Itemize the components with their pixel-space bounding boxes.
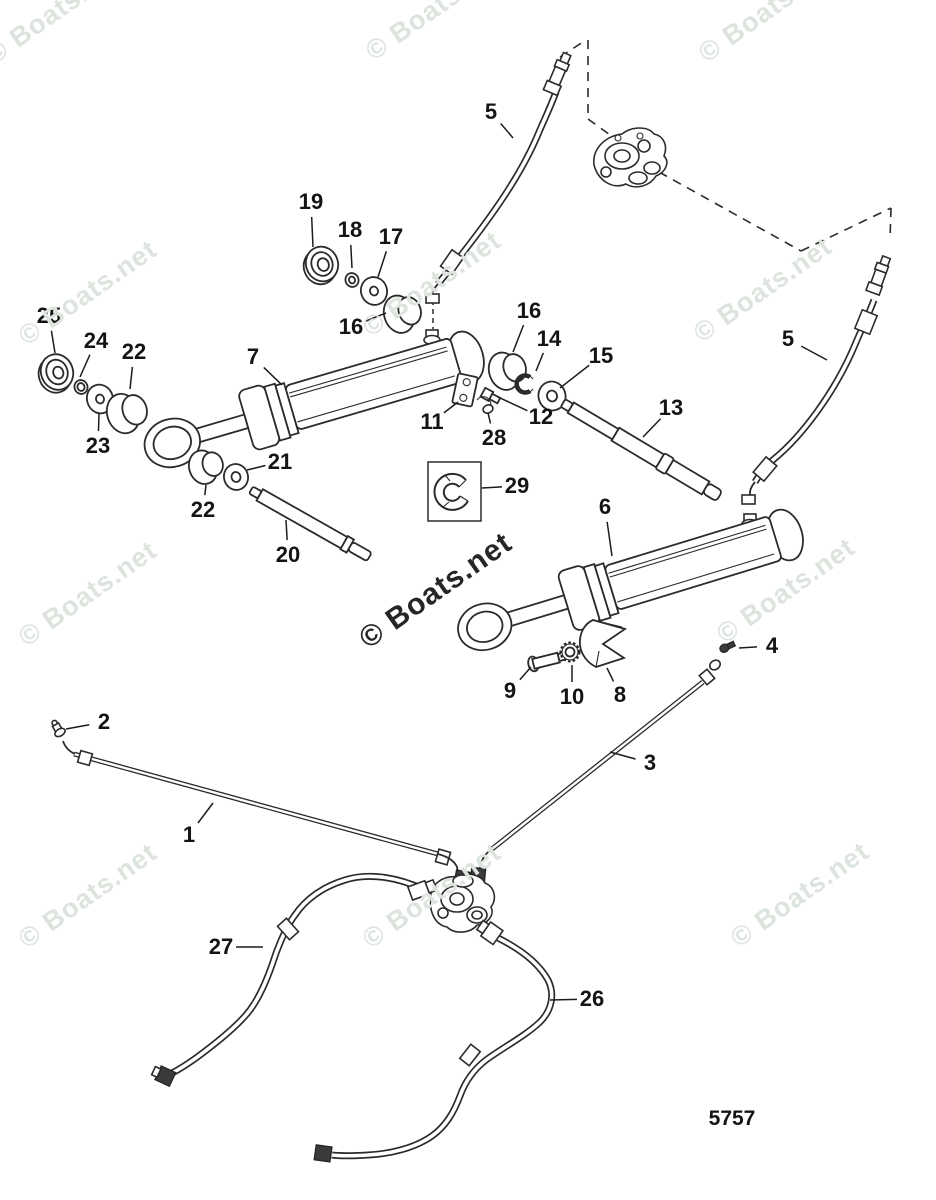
hose-26 <box>313 919 556 1163</box>
callout-23[interactable]: 23 <box>85 433 111 458</box>
part-2-fitting <box>51 719 66 738</box>
callout-16[interactable]: 16 <box>338 314 364 339</box>
leader-line <box>263 366 283 386</box>
callout-12[interactable]: 12 <box>528 404 554 429</box>
trim-cylinder-7 <box>143 330 485 469</box>
callout-27[interactable]: 27 <box>208 934 234 959</box>
part-20-pin <box>248 486 372 562</box>
callout-9[interactable]: 9 <box>503 678 517 703</box>
part-18-nut <box>344 272 360 288</box>
part-28-clip <box>476 396 494 414</box>
callout-21[interactable]: 21 <box>267 449 293 474</box>
hose-27 <box>150 872 438 1088</box>
part-15-washer <box>537 380 567 412</box>
callout-29[interactable]: 29 <box>504 473 530 498</box>
part-19-cap <box>302 245 340 286</box>
leader-line <box>310 216 314 248</box>
callout-26[interactable]: 26 <box>579 986 605 1011</box>
hose-5-left <box>423 51 572 346</box>
part-16-bushing-a <box>382 294 422 334</box>
trim-cylinder-6 <box>457 508 804 652</box>
leader-line <box>79 354 91 378</box>
part-24-nut <box>73 379 89 395</box>
leader-line <box>606 667 615 682</box>
leader-line <box>350 244 353 269</box>
callout-22[interactable]: 22 <box>121 339 147 364</box>
callout-18[interactable]: 18 <box>337 217 363 242</box>
callout-19[interactable]: 19 <box>298 189 324 214</box>
callout-6[interactable]: 6 <box>598 494 612 519</box>
leader-line <box>535 352 545 372</box>
upper-manifold <box>593 127 668 188</box>
callout-20[interactable]: 20 <box>275 542 301 567</box>
callout-24[interactable]: 24 <box>83 328 109 353</box>
hose-5-right <box>741 254 892 530</box>
callout-13[interactable]: 13 <box>658 395 684 420</box>
leader-line <box>50 330 56 354</box>
part-8-clevis <box>579 619 628 668</box>
leader-line <box>97 413 100 432</box>
leader-line <box>738 646 758 649</box>
leader-line <box>549 998 578 1001</box>
callout-4[interactable]: 4 <box>765 633 779 658</box>
leader-line <box>285 519 288 541</box>
callout-25[interactable]: 25 <box>36 303 62 328</box>
callout-5[interactable]: 5 <box>484 99 498 124</box>
diagram-number: 5757 <box>708 1107 756 1130</box>
callout-11[interactable]: 11 <box>420 409 444 434</box>
leader-line <box>559 364 590 389</box>
callout-1[interactable]: 1 <box>182 822 196 847</box>
part-13-rod <box>560 398 722 501</box>
leader-line <box>129 366 134 390</box>
part-14-eclip <box>514 373 534 395</box>
leader-line <box>364 312 387 323</box>
callout-22[interactable]: 22 <box>190 497 216 522</box>
callout-17[interactable]: 17 <box>378 224 404 249</box>
leader-line <box>642 418 662 438</box>
leader-line <box>197 802 214 824</box>
part-22-bushing-b <box>187 449 224 485</box>
part-11-bracket <box>451 372 479 408</box>
leader-line <box>487 412 492 424</box>
callout-16[interactable]: 16 <box>516 298 542 323</box>
leader-line <box>800 345 828 361</box>
callout-3[interactable]: 3 <box>643 750 657 775</box>
leader-line <box>609 751 636 760</box>
callout-5[interactable]: 5 <box>781 326 795 351</box>
callout-10[interactable]: 10 <box>559 684 585 709</box>
leader-line <box>65 723 90 730</box>
leader-line <box>512 324 525 353</box>
leader-line <box>500 122 514 139</box>
leader-line <box>377 251 388 278</box>
leader-line <box>481 486 503 489</box>
leader-line <box>606 521 613 557</box>
leader-line <box>443 401 459 414</box>
part-12-screw <box>479 386 502 405</box>
callout-2[interactable]: 2 <box>97 709 111 734</box>
part-17-washer <box>360 276 388 306</box>
leader-line <box>519 666 532 681</box>
leader-line <box>497 396 528 412</box>
leader-line <box>246 464 266 471</box>
callout-14[interactable]: 14 <box>536 326 562 351</box>
tube-3 <box>469 659 721 885</box>
part-10-lockwasher <box>559 641 581 663</box>
lower-manifold <box>429 873 496 933</box>
part-25-cap <box>37 353 75 394</box>
part-22-bushing-a <box>105 392 148 435</box>
callout-15[interactable]: 15 <box>588 343 614 368</box>
callout-8[interactable]: 8 <box>613 682 627 707</box>
leader-line <box>204 484 207 496</box>
part-4-screw <box>719 640 737 653</box>
callout-7[interactable]: 7 <box>246 344 260 369</box>
callout-28[interactable]: 28 <box>481 425 507 450</box>
dashed-reference-lines <box>432 39 892 329</box>
part-29-retainer <box>427 461 482 522</box>
part-21-washer <box>223 463 249 491</box>
